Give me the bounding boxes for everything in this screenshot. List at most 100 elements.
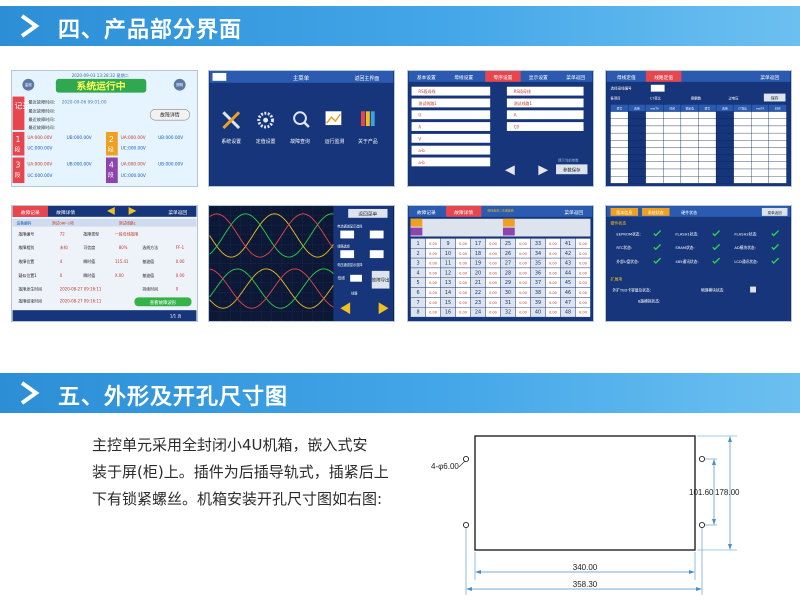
section4-title: 四、产品部分界面 xyxy=(58,18,243,43)
table-cell xyxy=(627,161,646,170)
table-cell xyxy=(610,118,629,127)
screen7-tabs[interactable]: 故障记录 故障详情 菜单返回 xyxy=(417,209,584,216)
screen6-btn-line[interactable]: 线路 xyxy=(351,290,358,295)
table-header: 时间 xyxy=(775,106,781,110)
table-cell xyxy=(627,111,646,119)
screen6-export-button[interactable]: 故障导出 xyxy=(372,277,390,284)
arrow-left-icon[interactable] xyxy=(106,206,115,215)
svg-text:持续时间: 持续时间 xyxy=(142,287,158,292)
table-header: 启用 xyxy=(634,106,640,110)
table-cell xyxy=(680,176,699,184)
svg-text:母线设置: 母线设置 xyxy=(454,74,473,81)
table-cell xyxy=(768,111,787,119)
svg-text:0: 0 xyxy=(176,287,179,292)
table-value: 23 xyxy=(475,300,481,306)
table-value: 0.00 xyxy=(519,252,527,256)
table-value: 35 xyxy=(535,261,541,267)
screen8-group2: 扩展项 xyxy=(611,277,623,282)
arrow-left-icon[interactable] xyxy=(504,165,515,176)
screen-settings: 基本设置 母线设置 零序设置 显示设置 菜单返回 RS段母线 测试线路1 U A… xyxy=(407,70,594,187)
check-icon xyxy=(712,257,721,264)
svg-text:故障编号: 故障编号 xyxy=(18,231,34,236)
table-value: 0.00 xyxy=(519,301,527,305)
table-value: 32 xyxy=(505,310,511,316)
table-value: 46 xyxy=(565,290,571,296)
table-header: ms/TA xyxy=(650,106,659,110)
screen5-wave-button[interactable]: 查看故障波形 xyxy=(150,299,177,306)
table-value: 39 xyxy=(535,300,541,306)
screen8-tabs[interactable]: 版本信息 系统状态 硬件状态 xyxy=(616,210,697,215)
screen2-title: 主菜单 xyxy=(293,74,310,82)
screen4-save-button[interactable]: 保存 xyxy=(771,96,779,101)
svg-text:零序设置: 零序设置 xyxy=(494,74,513,81)
svg-text:a-b: a-b xyxy=(418,148,425,153)
table-value: 0.00 xyxy=(579,252,587,256)
screen1-btn-left[interactable]: 监测 xyxy=(25,82,32,87)
screen6-waves xyxy=(209,213,334,309)
table-cell xyxy=(627,132,646,141)
screen-hardware-status: 版本信息 系统状态 硬件状态 菜单返回 硬件状态 EEPROM状态:FLASH1… xyxy=(605,205,792,322)
svg-text:段: 段 xyxy=(15,146,21,154)
screen3-tabs[interactable]: 基本设置 母线设置 零序设置 显示设置 菜单返回 xyxy=(417,74,586,81)
arrow-left-icon[interactable] xyxy=(340,302,351,315)
status-label: 外部U盘状态: xyxy=(616,259,639,264)
svg-text:段: 段 xyxy=(108,171,114,179)
svg-text:关于产品: 关于产品 xyxy=(358,138,378,145)
screen4-tabs[interactable]: 母线定值 线路定值 菜单返回 xyxy=(617,74,780,81)
screen3-save-button[interactable]: 参数保存 xyxy=(563,166,581,173)
table-header: CT变比 xyxy=(738,106,747,110)
cutout-dimension-drawing: 4-φ6.00 340.00 358.30 101.60 178.00 xyxy=(431,435,740,595)
table-value: 0.00 xyxy=(489,281,497,285)
table-value: 0.00 xyxy=(549,271,557,275)
table-cell xyxy=(751,168,770,177)
screen2-back[interactable]: 返回主界面 xyxy=(355,75,380,82)
table-cell xyxy=(715,154,734,162)
table-value: 2 xyxy=(416,251,419,257)
wave-line xyxy=(209,213,334,258)
table-value: 15 xyxy=(445,300,451,306)
table-cell xyxy=(733,154,752,162)
svg-text:U: U xyxy=(418,113,421,118)
table-cell xyxy=(698,154,717,162)
table-value: 0.00 xyxy=(459,311,467,315)
table-cell xyxy=(715,125,734,134)
svg-text:故障相别: 故障相别 xyxy=(18,245,34,250)
screen8-ext-1: 物理模块状态: xyxy=(701,288,725,293)
table-cell xyxy=(663,147,682,155)
arrow-right-icon[interactable] xyxy=(538,165,549,176)
table-value: 25 xyxy=(505,241,511,247)
screen6-btn-bus[interactable]: 母线 xyxy=(337,276,345,281)
table-value: 0.00 xyxy=(459,301,467,305)
svg-text:80%: 80% xyxy=(119,245,128,250)
table-value: 16 xyxy=(445,310,451,316)
screen1-btn-right[interactable]: 照明 xyxy=(176,83,183,87)
table-cell xyxy=(768,147,787,155)
table-cell xyxy=(645,125,664,134)
arrow-right-icon[interactable] xyxy=(128,206,137,215)
screen-main-menu: 主菜单 返回主界面 系统设置 定值设置 故障查询 运行监测 关于产品 xyxy=(208,70,395,187)
screen5-tabs[interactable]: 故障记录 故障详情 菜单返回 xyxy=(21,209,188,216)
table-value: 40 xyxy=(535,310,541,316)
screen1-detail-button[interactable]: 故障详情 xyxy=(160,112,180,119)
table-cell xyxy=(645,118,664,127)
table-value: 0.00 xyxy=(459,252,467,256)
screen1-record-label: 记录 xyxy=(15,101,31,110)
table-cell xyxy=(715,132,734,141)
magnifier-icon xyxy=(293,111,310,128)
svg-text:系统设置: 系统设置 xyxy=(221,138,241,145)
arrow-right-icon[interactable] xyxy=(378,302,389,315)
table-value: 0.00 xyxy=(519,291,527,295)
screen8-back[interactable]: 菜单返回 xyxy=(768,210,783,215)
svg-text:UB:000.00V: UB:000.00V xyxy=(158,161,183,166)
svg-text:3: 3 xyxy=(16,160,21,169)
table-value: 0.00 xyxy=(429,311,437,315)
table-cell xyxy=(610,154,629,162)
screen6-back[interactable]: 返回菜单 xyxy=(358,210,377,217)
screen2-labels[interactable]: 系统设置 定值设置 故障查询 运行监测 关于产品 xyxy=(221,138,377,145)
svg-text:A: A xyxy=(514,113,517,118)
screen8-items: EEPROM状态:FLASH1状态:FLASH2状态:RTC状态:SRAM状态:… xyxy=(616,230,780,264)
svg-text:故障记录: 故障记录 xyxy=(417,209,436,216)
monitor-icon xyxy=(325,111,342,126)
screen4-labels: 各项目 CT变比 额额数 过电压 xyxy=(611,96,740,101)
